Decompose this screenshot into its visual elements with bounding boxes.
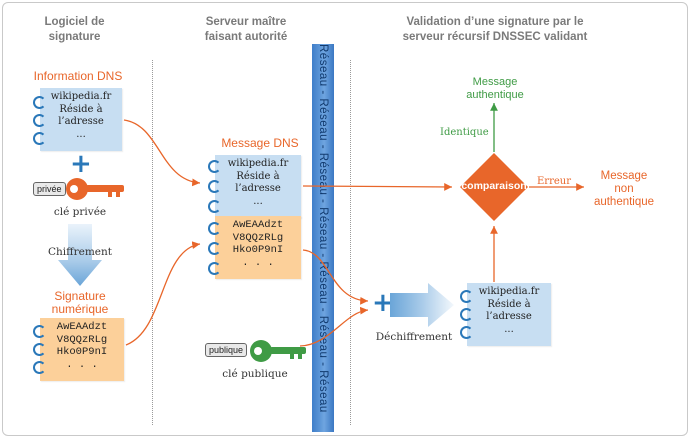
encrypt-label: Chiffrement [48, 246, 112, 258]
plus-icon: + [70, 149, 92, 179]
key-icon [66, 178, 124, 200]
public-key-tag: publique [205, 343, 248, 357]
binder-ring [33, 96, 46, 109]
binder-ring [208, 222, 221, 235]
dns-message-caption: Message DNS [221, 136, 299, 150]
binder-ring [208, 180, 221, 193]
arrow-info-to-message [123, 119, 201, 187]
plus-icon: + [372, 288, 394, 318]
binder-ring [33, 343, 46, 356]
binder-ring [208, 242, 221, 255]
network-label: Réseau - Réseau - Réseau - Réseau - Rése… [317, 44, 329, 413]
identical-label: Identique [440, 127, 489, 138]
binder-ring [33, 325, 46, 338]
separator-left [152, 60, 153, 425]
binder-ring [33, 361, 46, 374]
binder-ring [460, 326, 473, 339]
arrow-signature-to-decrypt [302, 249, 369, 305]
binder-ring [208, 262, 221, 275]
binder-ring [460, 308, 473, 321]
binder-ring [33, 114, 46, 127]
comparison-diamond [460, 153, 528, 221]
private-key-tag: privée [33, 182, 66, 196]
arrow-signature-to-message [125, 241, 201, 346]
arrow-publickey-to-decrypt [299, 306, 369, 347]
comparison-label: comparaison [461, 180, 527, 192]
binder-ring [208, 160, 221, 173]
binder-ring [33, 132, 46, 145]
decrypt-label: Déchiffrement [375, 331, 453, 343]
arrow-message-to-compare [302, 183, 453, 191]
decrypt-arrow-icon [390, 283, 454, 327]
dns-info-caption: Information DNS [33, 69, 123, 83]
public-key-label: clé publique [222, 368, 288, 380]
binder-ring [208, 200, 221, 213]
separator-right [350, 60, 351, 425]
encrypt-arrow-icon [58, 224, 102, 286]
error-label: Erreur [537, 176, 571, 187]
key-icon [250, 340, 306, 362]
binder-ring [460, 290, 473, 303]
private-key-label: clé privée [53, 206, 107, 218]
